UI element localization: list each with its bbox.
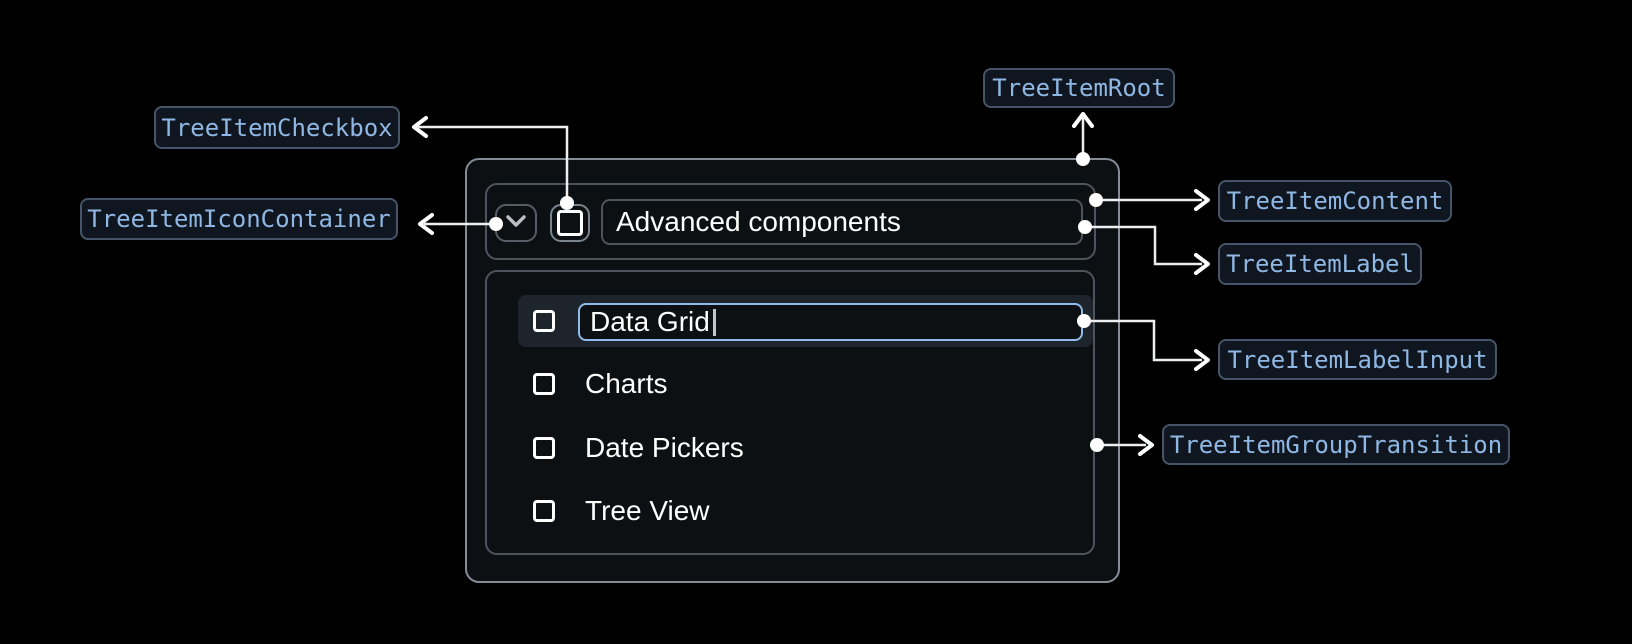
badge-tree-item-group-transition: TreeItemGroupTransition [1162, 424, 1510, 465]
tree-row-charts[interactable]: Charts [585, 368, 668, 399]
badge-tree-item-icon-container: TreeItemIconContainer [80, 198, 398, 240]
badge-tree-item-label: TreeItemLabel [1218, 243, 1422, 285]
badge-tree-item-root: TreeItemRoot [983, 68, 1175, 108]
tree-item-content[interactable] [485, 183, 1096, 260]
tree-row-tree-view[interactable]: Tree View [585, 495, 710, 526]
checkbox-charts[interactable] [533, 373, 555, 395]
tree-row-date-pickers[interactable]: Date Pickers [585, 432, 744, 463]
tree-item-root [465, 158, 1120, 583]
text-cursor [712, 308, 716, 336]
checkbox-unchecked-icon [557, 210, 583, 236]
checkbox-tree-view[interactable] [533, 500, 555, 522]
badge-tree-item-checkbox: TreeItemCheckbox [154, 106, 400, 149]
tree-item-checkbox[interactable] [550, 204, 590, 242]
tree-item-label[interactable]: Advanced components [601, 199, 1083, 245]
tree-item-group-transition [485, 270, 1095, 555]
chevron-down-icon [505, 214, 527, 233]
tree-item-label-input[interactable]: Data Grid [578, 303, 1083, 341]
checkbox-date-pickers[interactable] [533, 437, 555, 459]
badge-tree-item-label-input: TreeItemLabelInput [1218, 339, 1497, 380]
label-input-value: Data Grid [590, 306, 710, 337]
badge-tree-item-content: TreeItemContent [1218, 180, 1452, 222]
checkbox-data-grid[interactable] [533, 310, 555, 332]
tree-item-icon-container[interactable] [495, 204, 537, 242]
parent-label-text: Advanced components [616, 206, 901, 237]
